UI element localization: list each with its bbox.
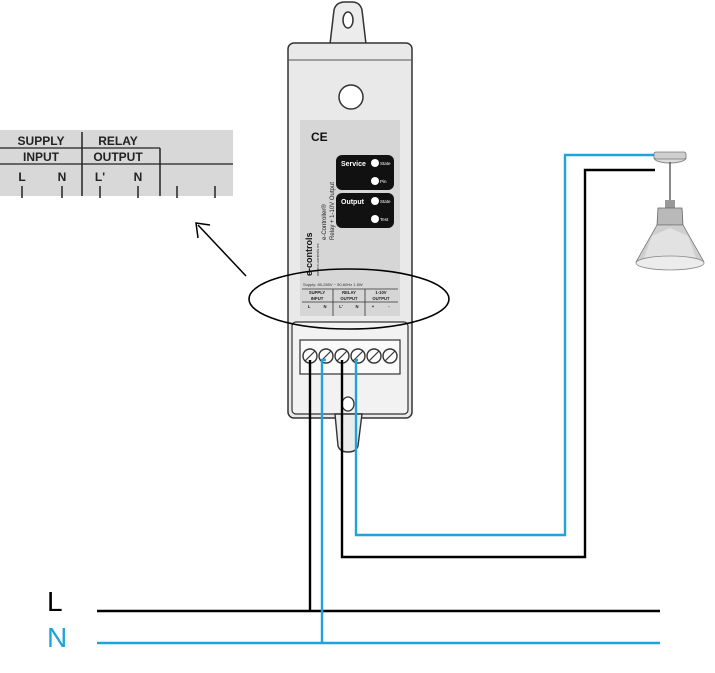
tg1-pin1: N: [355, 304, 358, 309]
mounting-hole-icon: [342, 11, 354, 29]
zoom-callout: SUPPLY INPUT RELAY OUTPUT L N L' N: [0, 130, 233, 198]
callout-pin-Lprime: L': [95, 170, 105, 184]
tg1-line2: OUTPUT: [340, 296, 358, 301]
product-name: e-Controller®: [321, 204, 328, 240]
output-state-button[interactable]: [371, 197, 379, 205]
callout-panel: [0, 130, 233, 196]
tg2-line1: 1-10V: [375, 290, 386, 295]
output-test-label: Test: [380, 217, 389, 222]
tg0-line2: INPUT: [311, 296, 324, 301]
wires: [97, 153, 660, 645]
callout-pin-N: N: [58, 170, 67, 184]
service-state-label: State: [380, 161, 391, 166]
controller-device: CE e-Controller® Relay + 1-10V Output e-…: [287, 1, 413, 453]
supply-N-wire: [320, 358, 326, 643]
line-label: L: [47, 586, 63, 617]
brand-logo: e-controls: [304, 232, 314, 276]
relay-N-wire: [354, 153, 655, 537]
supply-spec: Supply: 85-265V ~ 50-60Hz 1.5W: [303, 282, 363, 287]
brand-web: www.e-controls.es: [315, 244, 320, 276]
callout-pin-N2: N: [134, 170, 143, 184]
service-pin-button[interactable]: [371, 177, 379, 185]
output-state-label: State: [380, 199, 391, 204]
tg1-line1: RELAY: [342, 290, 356, 295]
service-panel: [336, 155, 394, 190]
tg2-pin0: +: [372, 304, 375, 309]
callout-relay-line1: RELAY: [98, 134, 138, 148]
callout-supply-line1: SUPPLY: [18, 134, 65, 148]
relay-Lprime-wire: [340, 168, 655, 559]
service-pin-label: Pin: [380, 179, 387, 184]
output-label: Output: [341, 199, 365, 206]
product-sub: Relay + 1-10V Output: [330, 182, 336, 240]
zoom-ellipse-icon: [248, 268, 450, 330]
output-panel: [336, 193, 394, 228]
tg2-pin1: -: [388, 304, 390, 309]
output-test-button[interactable]: [371, 215, 379, 223]
tg2-line2: OUTPUT: [372, 296, 390, 301]
pendant-lamp-icon: [635, 151, 705, 271]
tg0-line1: SUPPLY: [309, 290, 326, 295]
service-label: Service: [341, 161, 366, 168]
service-state-button[interactable]: [371, 159, 379, 167]
tg0-pin0: L: [308, 304, 311, 309]
tg1-pin0: L': [339, 304, 343, 309]
ce-mark: CE: [311, 130, 328, 144]
neutral-label: N: [47, 622, 68, 653]
callout-supply-line2: INPUT: [23, 150, 60, 164]
callout-relay-line2: OUTPUT: [93, 150, 143, 164]
tg0-pin1: N: [323, 304, 326, 309]
callout-pin-L: L: [18, 170, 25, 184]
led-window-icon: [338, 84, 364, 110]
arrow-icon: [195, 222, 247, 277]
